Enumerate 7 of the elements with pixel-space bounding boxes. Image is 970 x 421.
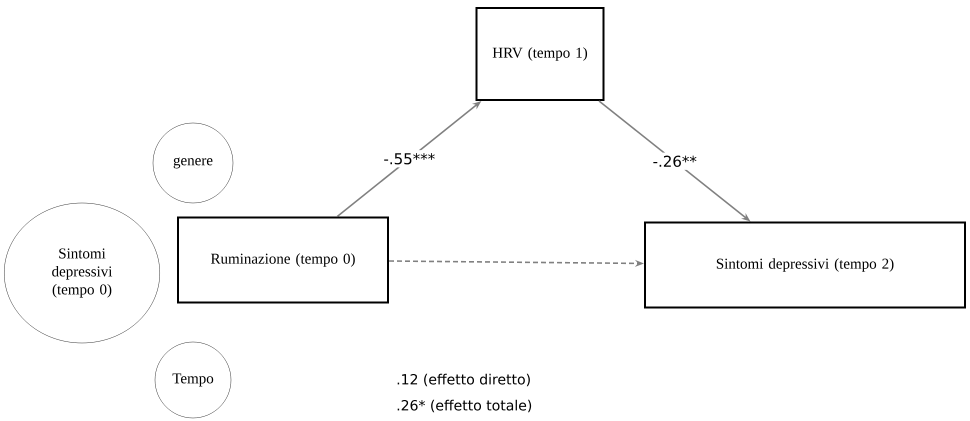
variable-box: HRV (tempo 1) (476, 7, 604, 101)
variable-box: Sintomi depressivi (tempo 2) (644, 222, 966, 308)
edge-label: -.26** (650, 152, 700, 170)
effect-note: .26* (effetto totale) (398, 400, 532, 412)
edge-label: -.55*** (380, 150, 438, 168)
variable-box: Ruminazione (tempo 0) (177, 216, 389, 304)
effect-note: .12 (effetto diretto) (398, 374, 530, 386)
